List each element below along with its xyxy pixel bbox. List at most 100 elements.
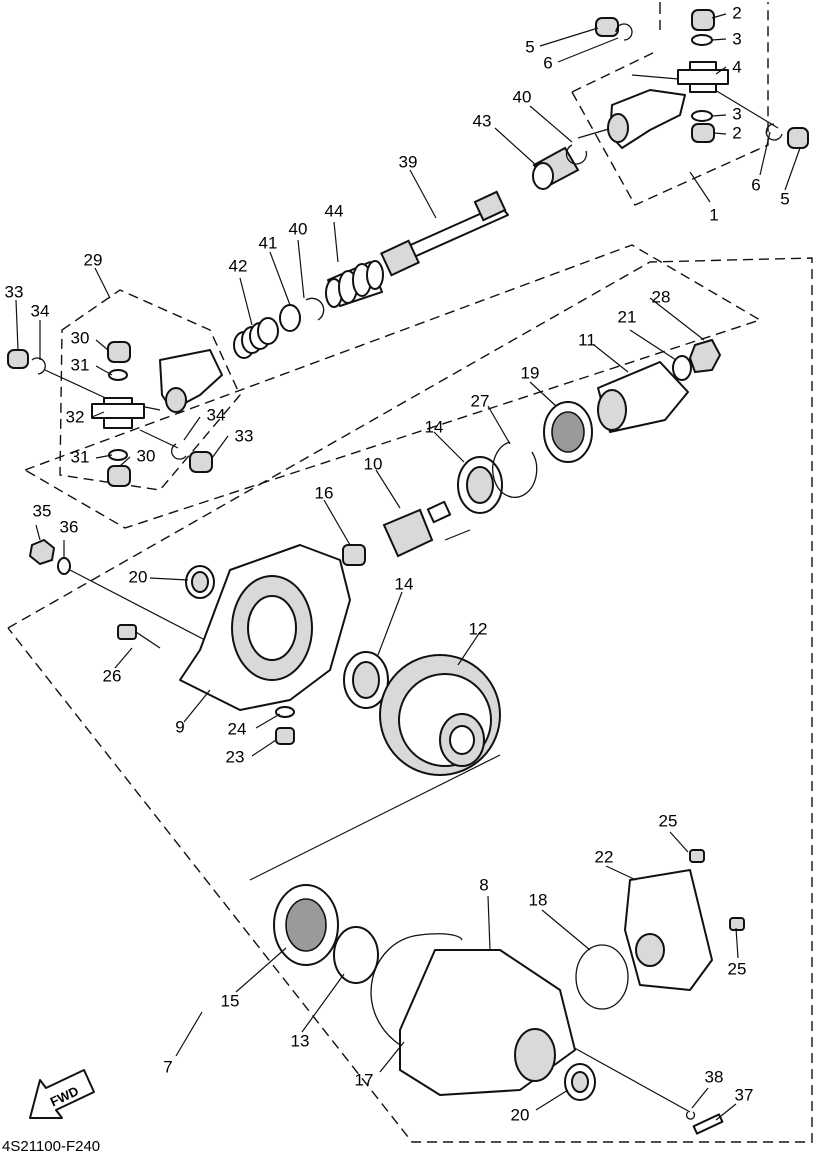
callout-2: 2 xyxy=(732,123,741,142)
callout-42: 42 xyxy=(229,256,248,275)
circlip-40a xyxy=(565,144,588,165)
callout-39: 39 xyxy=(399,152,418,171)
oil-seal-20a xyxy=(185,565,215,599)
circlip-40b xyxy=(305,297,325,321)
universal-joint-assembly-29 xyxy=(7,341,223,487)
callout-40: 40 xyxy=(289,219,308,238)
washer-41 xyxy=(279,304,301,332)
fwd-arrow-icon: FWD xyxy=(29,1069,95,1119)
callout-18: 18 xyxy=(529,890,548,909)
pin-37 xyxy=(692,1113,724,1135)
callout-43: 43 xyxy=(473,111,492,130)
callout-15: 15 xyxy=(221,991,240,1010)
boot-44 xyxy=(325,260,384,308)
callout-24: 24 xyxy=(228,719,247,738)
callout-7: 7 xyxy=(163,1057,172,1076)
group-outline-29 xyxy=(59,289,241,491)
bolt-25a xyxy=(689,849,705,863)
circlip-27 xyxy=(492,441,538,498)
oil-seal-19 xyxy=(543,401,593,463)
callout-25: 25 xyxy=(728,959,747,978)
bearing-16 xyxy=(342,544,366,566)
callout-26: 26 xyxy=(103,666,122,685)
universal-joint-assembly-1 xyxy=(595,9,809,149)
bearing-14a xyxy=(457,456,503,514)
callout-5: 5 xyxy=(525,37,534,56)
callout-29: 29 xyxy=(84,250,103,269)
callout-16: 16 xyxy=(315,483,334,502)
callout-14: 14 xyxy=(395,574,414,593)
callout-20: 20 xyxy=(511,1105,530,1124)
callout-14: 14 xyxy=(425,417,444,436)
oil-seal-15 xyxy=(273,884,339,966)
callout-31: 31 xyxy=(71,355,90,374)
washer-36 xyxy=(57,557,71,575)
callout-11: 11 xyxy=(578,330,596,349)
callout-34: 34 xyxy=(31,301,50,320)
callout-25: 25 xyxy=(659,811,678,830)
callout-31: 31 xyxy=(71,447,90,466)
callout-30: 30 xyxy=(137,446,156,465)
pin-38 xyxy=(685,1111,696,1120)
callout-4: 4 xyxy=(732,57,741,76)
o-ring-17 xyxy=(370,933,463,1046)
callout-19: 19 xyxy=(521,363,540,382)
callout-44: 44 xyxy=(325,201,344,220)
callout-12: 12 xyxy=(469,619,488,638)
bearing-14b xyxy=(343,651,389,709)
drive-shaft-39 xyxy=(380,190,509,277)
o-ring-18 xyxy=(575,944,629,1010)
callout-6: 6 xyxy=(751,175,760,194)
callout-labels: 2 3 4 3 2 5 6 5 6 1 40 43 39 44 40 41 42… xyxy=(5,3,790,1124)
callout-36: 36 xyxy=(60,517,79,536)
callout-28: 28 xyxy=(652,287,671,306)
bolt-26 xyxy=(117,624,161,649)
cover-22 xyxy=(624,869,713,991)
callout-leaders xyxy=(15,13,801,1121)
callout-10: 10 xyxy=(364,454,383,473)
washer-21 xyxy=(672,355,692,381)
coupling-gear-11 xyxy=(597,361,689,433)
callout-5: 5 xyxy=(780,189,789,208)
callout-13: 13 xyxy=(291,1031,310,1050)
callout-9: 9 xyxy=(175,717,184,736)
nut-35 xyxy=(28,538,56,566)
sleeve-43 xyxy=(532,146,580,190)
bolt-25b xyxy=(729,917,745,931)
callout-32: 32 xyxy=(66,407,85,426)
callout-2: 2 xyxy=(732,3,741,22)
shim-13 xyxy=(333,926,379,984)
group-outline-1 xyxy=(571,2,769,206)
callout-30: 30 xyxy=(71,328,90,347)
callout-6: 6 xyxy=(543,53,552,72)
callout-35: 35 xyxy=(33,501,52,520)
callout-23: 23 xyxy=(226,747,245,766)
callout-27: 27 xyxy=(471,391,490,410)
group-outline-1b xyxy=(571,51,656,93)
diagram-code: 4S21100-F240 xyxy=(2,1138,100,1153)
callout-8: 8 xyxy=(479,875,488,894)
callout-17: 17 xyxy=(355,1070,374,1089)
callout-3: 3 xyxy=(732,29,741,48)
callout-34: 34 xyxy=(207,405,226,424)
differential-housing-8 xyxy=(399,949,576,1096)
callout-33: 33 xyxy=(235,426,254,445)
callout-41: 41 xyxy=(259,233,278,252)
ring-gear-12 xyxy=(379,654,501,776)
drive-pinion-gear-10 xyxy=(382,500,452,558)
spring-42 xyxy=(233,317,279,359)
gasket-24 xyxy=(275,706,295,718)
callout-37: 37 xyxy=(735,1085,754,1104)
callout-21: 21 xyxy=(618,307,637,326)
callout-20: 20 xyxy=(129,567,148,586)
callout-3: 3 xyxy=(732,104,741,123)
group-outline-7 xyxy=(7,257,813,1143)
oil-seal-20b xyxy=(564,1063,596,1101)
callout-40: 40 xyxy=(513,87,532,106)
gear-case-9 xyxy=(179,544,351,711)
callout-33: 33 xyxy=(5,282,24,301)
plug-23 xyxy=(275,727,295,745)
callout-38: 38 xyxy=(705,1067,724,1086)
